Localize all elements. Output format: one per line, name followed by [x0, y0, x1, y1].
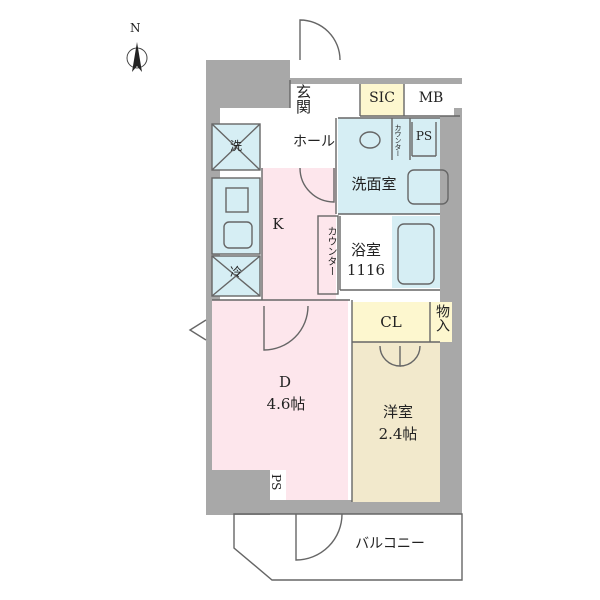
- cl-label: CL: [380, 313, 402, 331]
- entrance-label: 玄関: [294, 84, 312, 114]
- dining-size-label: 4.6帖: [266, 395, 306, 413]
- cl-floor: [352, 302, 430, 342]
- ps-bottom-label: PS: [269, 474, 283, 491]
- counter-k-label: カウンター: [325, 226, 336, 276]
- bath-size-label: 1116: [346, 261, 386, 279]
- western-name-label: 洋室: [382, 403, 413, 421]
- mb-label: MB: [418, 90, 444, 106]
- western-size-label: 2.4帖: [378, 425, 418, 443]
- kitchen-counter: [212, 178, 260, 254]
- hall-label: ホール: [293, 134, 335, 150]
- sic-label: SIC: [369, 90, 395, 106]
- compass-icon: [126, 42, 148, 72]
- bath-name-label: 浴室: [350, 241, 381, 259]
- storage-label: 物入: [434, 304, 450, 332]
- washroom-label: 洗面室: [351, 175, 397, 193]
- sic-floor: [360, 84, 404, 116]
- dining-name-label: D: [278, 373, 292, 391]
- fridge-label: 冷: [229, 265, 242, 279]
- washroom-floor: [338, 118, 440, 214]
- interior-lines: [188, 19, 463, 581]
- balcony-label: バルコニー: [355, 536, 425, 552]
- counter-wash-label: カウンター: [394, 123, 402, 157]
- floor-fills: [212, 84, 454, 502]
- kitchen-label: K: [272, 215, 284, 233]
- storage-floor: [430, 302, 452, 342]
- kitchen-dining-floor: [212, 168, 348, 500]
- washer-label: 洗: [229, 139, 242, 153]
- western-room-floor: [352, 340, 440, 502]
- compass-north-label: N: [130, 21, 141, 35]
- ps-top-label: PS: [415, 129, 433, 143]
